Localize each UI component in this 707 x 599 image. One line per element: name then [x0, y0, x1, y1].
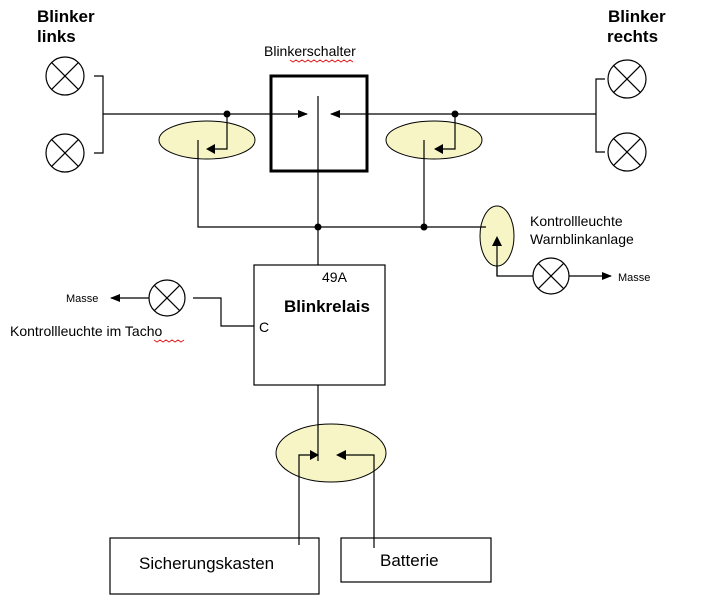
masse-label-left: Masse	[66, 293, 98, 305]
bottom-right-arrowhead	[336, 450, 346, 460]
warn-lamp-wire	[496, 266, 533, 277]
right-oval-arrowhead	[434, 144, 443, 154]
blinker-links-label-2: links	[37, 27, 76, 46]
connector-oval-bottom	[275, 423, 387, 483]
kontrollleuchte-warn-label-2: Warnblinkanlage	[530, 231, 634, 247]
sicherungskasten-box	[109, 537, 320, 595]
lamp-warnblink-icon	[532, 257, 570, 295]
spellcheck-underline-tacho	[153, 339, 185, 343]
lamp-right-top-icon	[607, 59, 647, 99]
kontrollleuchte-tacho-label: Kontrollleuchte im Tacho	[10, 323, 162, 339]
kontrollleuchte-warn-label-1: Kontrollleuchte	[530, 213, 623, 229]
batterie-label: Batterie	[380, 551, 439, 570]
bottom-left-arrowhead	[310, 450, 319, 460]
blinker-links-label-1: Blinker	[37, 7, 95, 26]
spellcheck-underline-blinkerschalter	[289, 59, 354, 63]
sicherungskasten-label: Sicherungskasten	[139, 554, 274, 573]
terminal-c-label: C	[259, 319, 269, 335]
lamp-left-bottom-icon	[45, 133, 85, 173]
wire-left-down	[197, 140, 486, 228]
terminal-49a-label: 49A	[322, 269, 348, 285]
blinker-rechts-label-1: Blinker	[608, 7, 666, 26]
bottom-left-wire	[298, 454, 311, 545]
bottom-right-wire	[345, 454, 375, 548]
left-oval-arrowhead	[206, 144, 215, 154]
warn-oval-arrowhead	[492, 236, 502, 246]
lamp-right-bottom-icon	[607, 132, 647, 172]
right-lamp-bracket	[595, 78, 605, 153]
lamp-left-top-icon	[45, 56, 85, 96]
blinkerschalter-box	[269, 74, 369, 173]
right-oval-wire	[442, 114, 456, 150]
blinkrelais-label: Blinkrelais	[284, 297, 370, 316]
masse-label-right: Masse	[618, 272, 650, 284]
blinker-rechts-label-2: rechts	[607, 27, 658, 46]
left-oval-wire	[214, 114, 228, 150]
blinkrelais-box	[253, 264, 386, 386]
connector-oval-right	[385, 120, 483, 160]
batterie-box	[340, 537, 492, 583]
tacho-wire	[193, 297, 254, 327]
lamp-tacho-icon	[148, 279, 186, 317]
connector-oval-left	[158, 120, 256, 160]
blinkerschalter-label: Blinkerschalter	[264, 43, 356, 59]
left-lamp-bracket	[94, 75, 104, 154]
